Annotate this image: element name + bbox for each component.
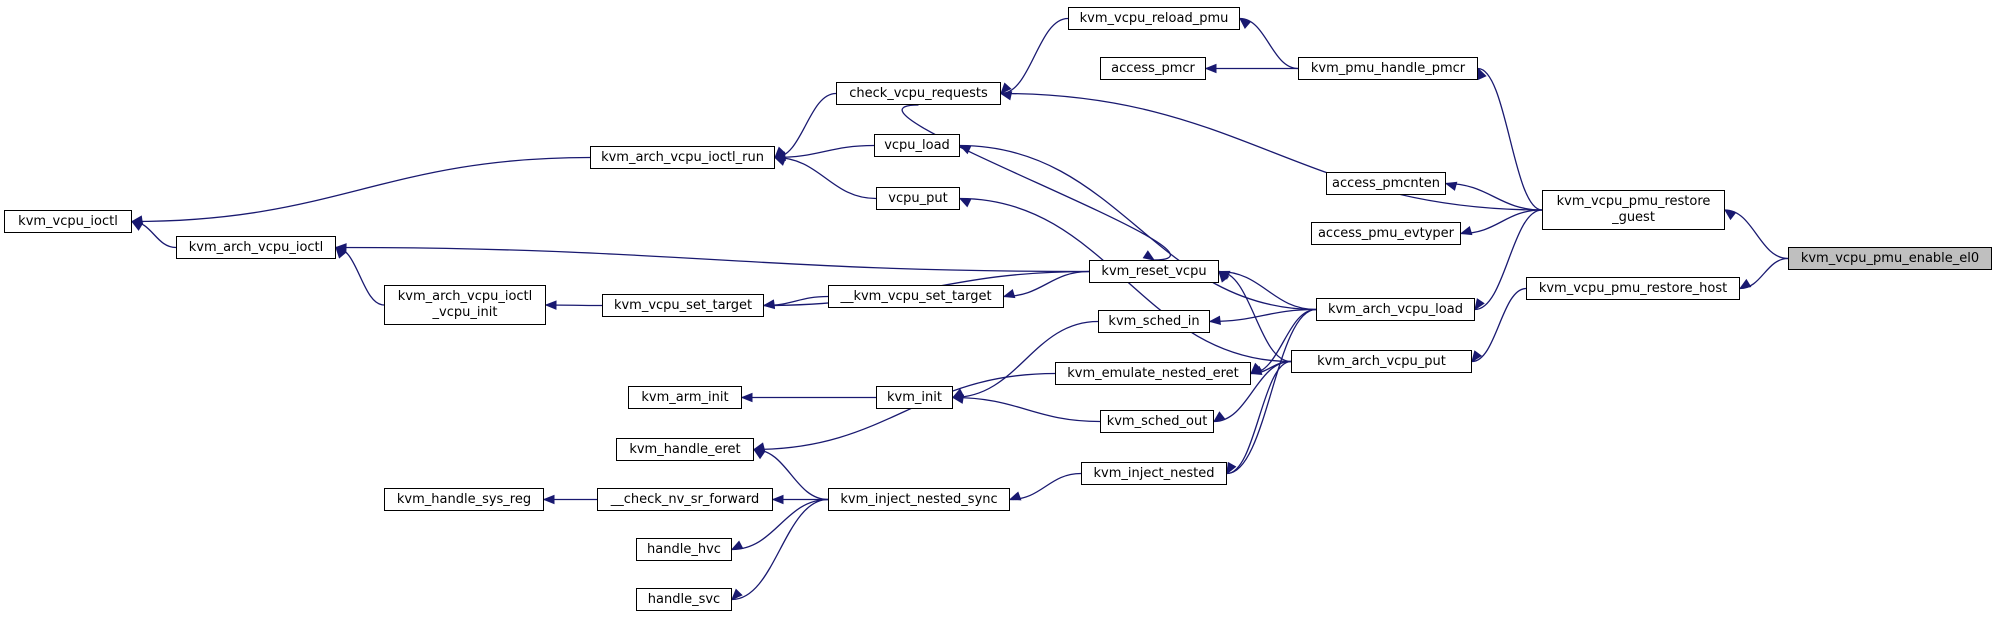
edge-16 — [335, 246, 385, 306]
edge-27 — [1209, 308, 1317, 323]
edge-arrowhead-25 — [958, 144, 972, 155]
edge-arrowhead-39 — [771, 494, 784, 505]
edge-arrowhead-21 — [1002, 288, 1016, 299]
edge-42 — [731, 498, 829, 601]
edge-arrowhead-35 — [740, 392, 753, 403]
edge-arrowhead-22 — [1142, 250, 1156, 261]
node-kvm-handle-sys-reg[interactable]: kvm_handle_sys_reg — [384, 488, 544, 511]
node-check-vcpu-requests[interactable]: check_vcpu_requests — [836, 82, 1001, 105]
edge-arrowhead-26 — [958, 197, 972, 208]
edge-8 — [1239, 17, 1299, 70]
node-kvm-vcpu-pmu-enable-el0: kvm_vcpu_pmu_enable_el0 — [1788, 247, 1992, 270]
edge-4 — [1474, 209, 1543, 311]
node-kvm-vcpu-ioctl[interactable]: kvm_vcpu_ioctl — [4, 210, 132, 233]
edge-arrowhead-38 — [1008, 491, 1022, 501]
edge-7 — [1471, 287, 1527, 363]
node-kvm-sched-out[interactable]: kvm_sched_out — [1100, 410, 1214, 433]
edge-32 — [1226, 360, 1292, 475]
edge-arrowhead-8 — [1238, 17, 1252, 29]
node-kvm-vcpu-pmu-restore-guest[interactable]: kvm_vcpu_pmu_restore _guest — [1542, 190, 1725, 230]
edge-10 — [1000, 17, 1069, 95]
edge-arrowhead-2 — [1444, 181, 1458, 191]
node-kvm-emulate-nested-eret[interactable]: kvm_emulate_nested_eret — [1055, 362, 1251, 385]
edge-23 — [1218, 270, 1317, 311]
edge-0 — [1724, 209, 1789, 260]
node-vcpu-load[interactable]: vcpu_load — [874, 134, 960, 157]
edge-arrowhead-20 — [762, 299, 775, 310]
edge-36 — [753, 372, 1056, 451]
edge-34 — [952, 396, 1101, 423]
edge-31 — [1226, 308, 1317, 475]
edge-arrowhead-18 — [544, 300, 557, 310]
edge-arrowhead-4 — [1474, 298, 1485, 311]
node-access-pmcnten[interactable]: access_pmcnten — [1326, 172, 1446, 195]
edge-13 — [774, 156, 877, 200]
edge-arrowhead-34 — [951, 394, 965, 404]
node-vcpu-put[interactable]: vcpu_put — [876, 187, 960, 210]
node-kvm-handle-eret[interactable]: kvm_handle_eret — [616, 438, 754, 461]
edge-25 — [959, 144, 1317, 311]
node-kvm-inject-nested-sync[interactable]: kvm_inject_nested_sync — [828, 488, 1010, 511]
edge-33 — [952, 320, 1099, 399]
edge-arrowhead-15 — [130, 220, 144, 231]
edge-arrowhead-27 — [1208, 315, 1221, 326]
node-check-nv-sr-forward[interactable]: __check_nv_sr_forward — [597, 488, 773, 511]
edge-5 — [1477, 67, 1543, 211]
edge-arrowhead-41 — [730, 540, 744, 551]
node-kvm-arch-vcpu-ioctl[interactable]: kvm_arch_vcpu_ioctl — [176, 236, 336, 259]
node-kvm-arm-init[interactable]: kvm_arm_init — [628, 386, 742, 409]
node-kvm-inject-nested[interactable]: kvm_inject_nested — [1081, 462, 1227, 485]
edge-arrowhead-9 — [1204, 63, 1217, 74]
node-handle-hvc[interactable]: handle_hvc — [636, 538, 732, 561]
edge-arrowhead-7 — [1471, 350, 1483, 363]
edge-arrowhead-30 — [1212, 411, 1226, 423]
edge-arrowhead-0 — [1723, 209, 1737, 221]
node-kvm-reset-vcpu[interactable]: kvm_reset_vcpu — [1089, 260, 1219, 283]
node-kvm-sched-in[interactable]: kvm_sched_in — [1098, 310, 1210, 333]
node-kvm-init[interactable]: kvm_init — [876, 386, 953, 409]
edge-14 — [131, 156, 591, 223]
edge-arrowhead-29 — [1249, 365, 1263, 376]
node-kvm-arch-vcpu-ioctl-vcpu-init[interactable]: kvm_arch_vcpu_ioctl _vcpu_init — [384, 285, 546, 325]
node-access-pmcr[interactable]: access_pmcr — [1100, 57, 1206, 80]
node-kvm-arch-vcpu-put[interactable]: kvm_arch_vcpu_put — [1291, 350, 1472, 373]
node-handle-svc[interactable]: handle_svc — [636, 588, 732, 611]
node-access-pmu-evtyper[interactable]: access_pmu_evtyper — [1311, 222, 1461, 245]
edge-arrowhead-10 — [1000, 82, 1012, 95]
edge-arrowhead-3 — [1459, 226, 1473, 236]
node-kvm-pmu-handle-pmcr[interactable]: kvm_pmu_handle_pmcr — [1298, 57, 1478, 80]
edge-11 — [774, 92, 837, 159]
node-kvm-vcpu-pmu-restore-host[interactable]: kvm_vcpu_pmu_restore_host — [1526, 277, 1740, 300]
edge-arrowhead-42 — [731, 588, 743, 601]
edge-12 — [774, 144, 875, 159]
edge-17 — [335, 246, 1090, 273]
edge-arrowhead-24 — [1218, 270, 1230, 283]
edge-arrowhead-37 — [752, 448, 766, 460]
node-kvm-vcpu-set-target[interactable]: __kvm_vcpu_set_target — [828, 285, 1004, 308]
edge-arrowhead-32 — [1226, 462, 1237, 475]
edge-arrowhead-13 — [773, 156, 787, 166]
edge-6 — [1000, 92, 1543, 211]
node-kvm-vcpu-reload-pmu[interactable]: kvm_vcpu_reload_pmu — [1068, 7, 1240, 30]
node-kvm-arch-vcpu-ioctl-run[interactable]: kvm_arch_vcpu_ioctl_run — [590, 146, 775, 169]
edge-41 — [731, 498, 829, 551]
edge-22 — [901, 104, 1171, 261]
edge-21 — [1003, 270, 1090, 298]
node-kvm-arch-vcpu-load[interactable]: kvm_arch_vcpu_load — [1316, 298, 1475, 321]
node-kvm-vcpu-set-target[interactable]: kvm_vcpu_set_target — [602, 294, 764, 317]
edge-38 — [1009, 472, 1082, 501]
edge-2 — [1445, 182, 1543, 211]
edge-arrowhead-1 — [1738, 278, 1752, 290]
edge-arrowhead-40 — [542, 494, 555, 505]
edge-arrowhead-17 — [334, 243, 347, 253]
edge-arrowhead-5 — [1477, 67, 1487, 81]
edge-3 — [1460, 209, 1543, 235]
